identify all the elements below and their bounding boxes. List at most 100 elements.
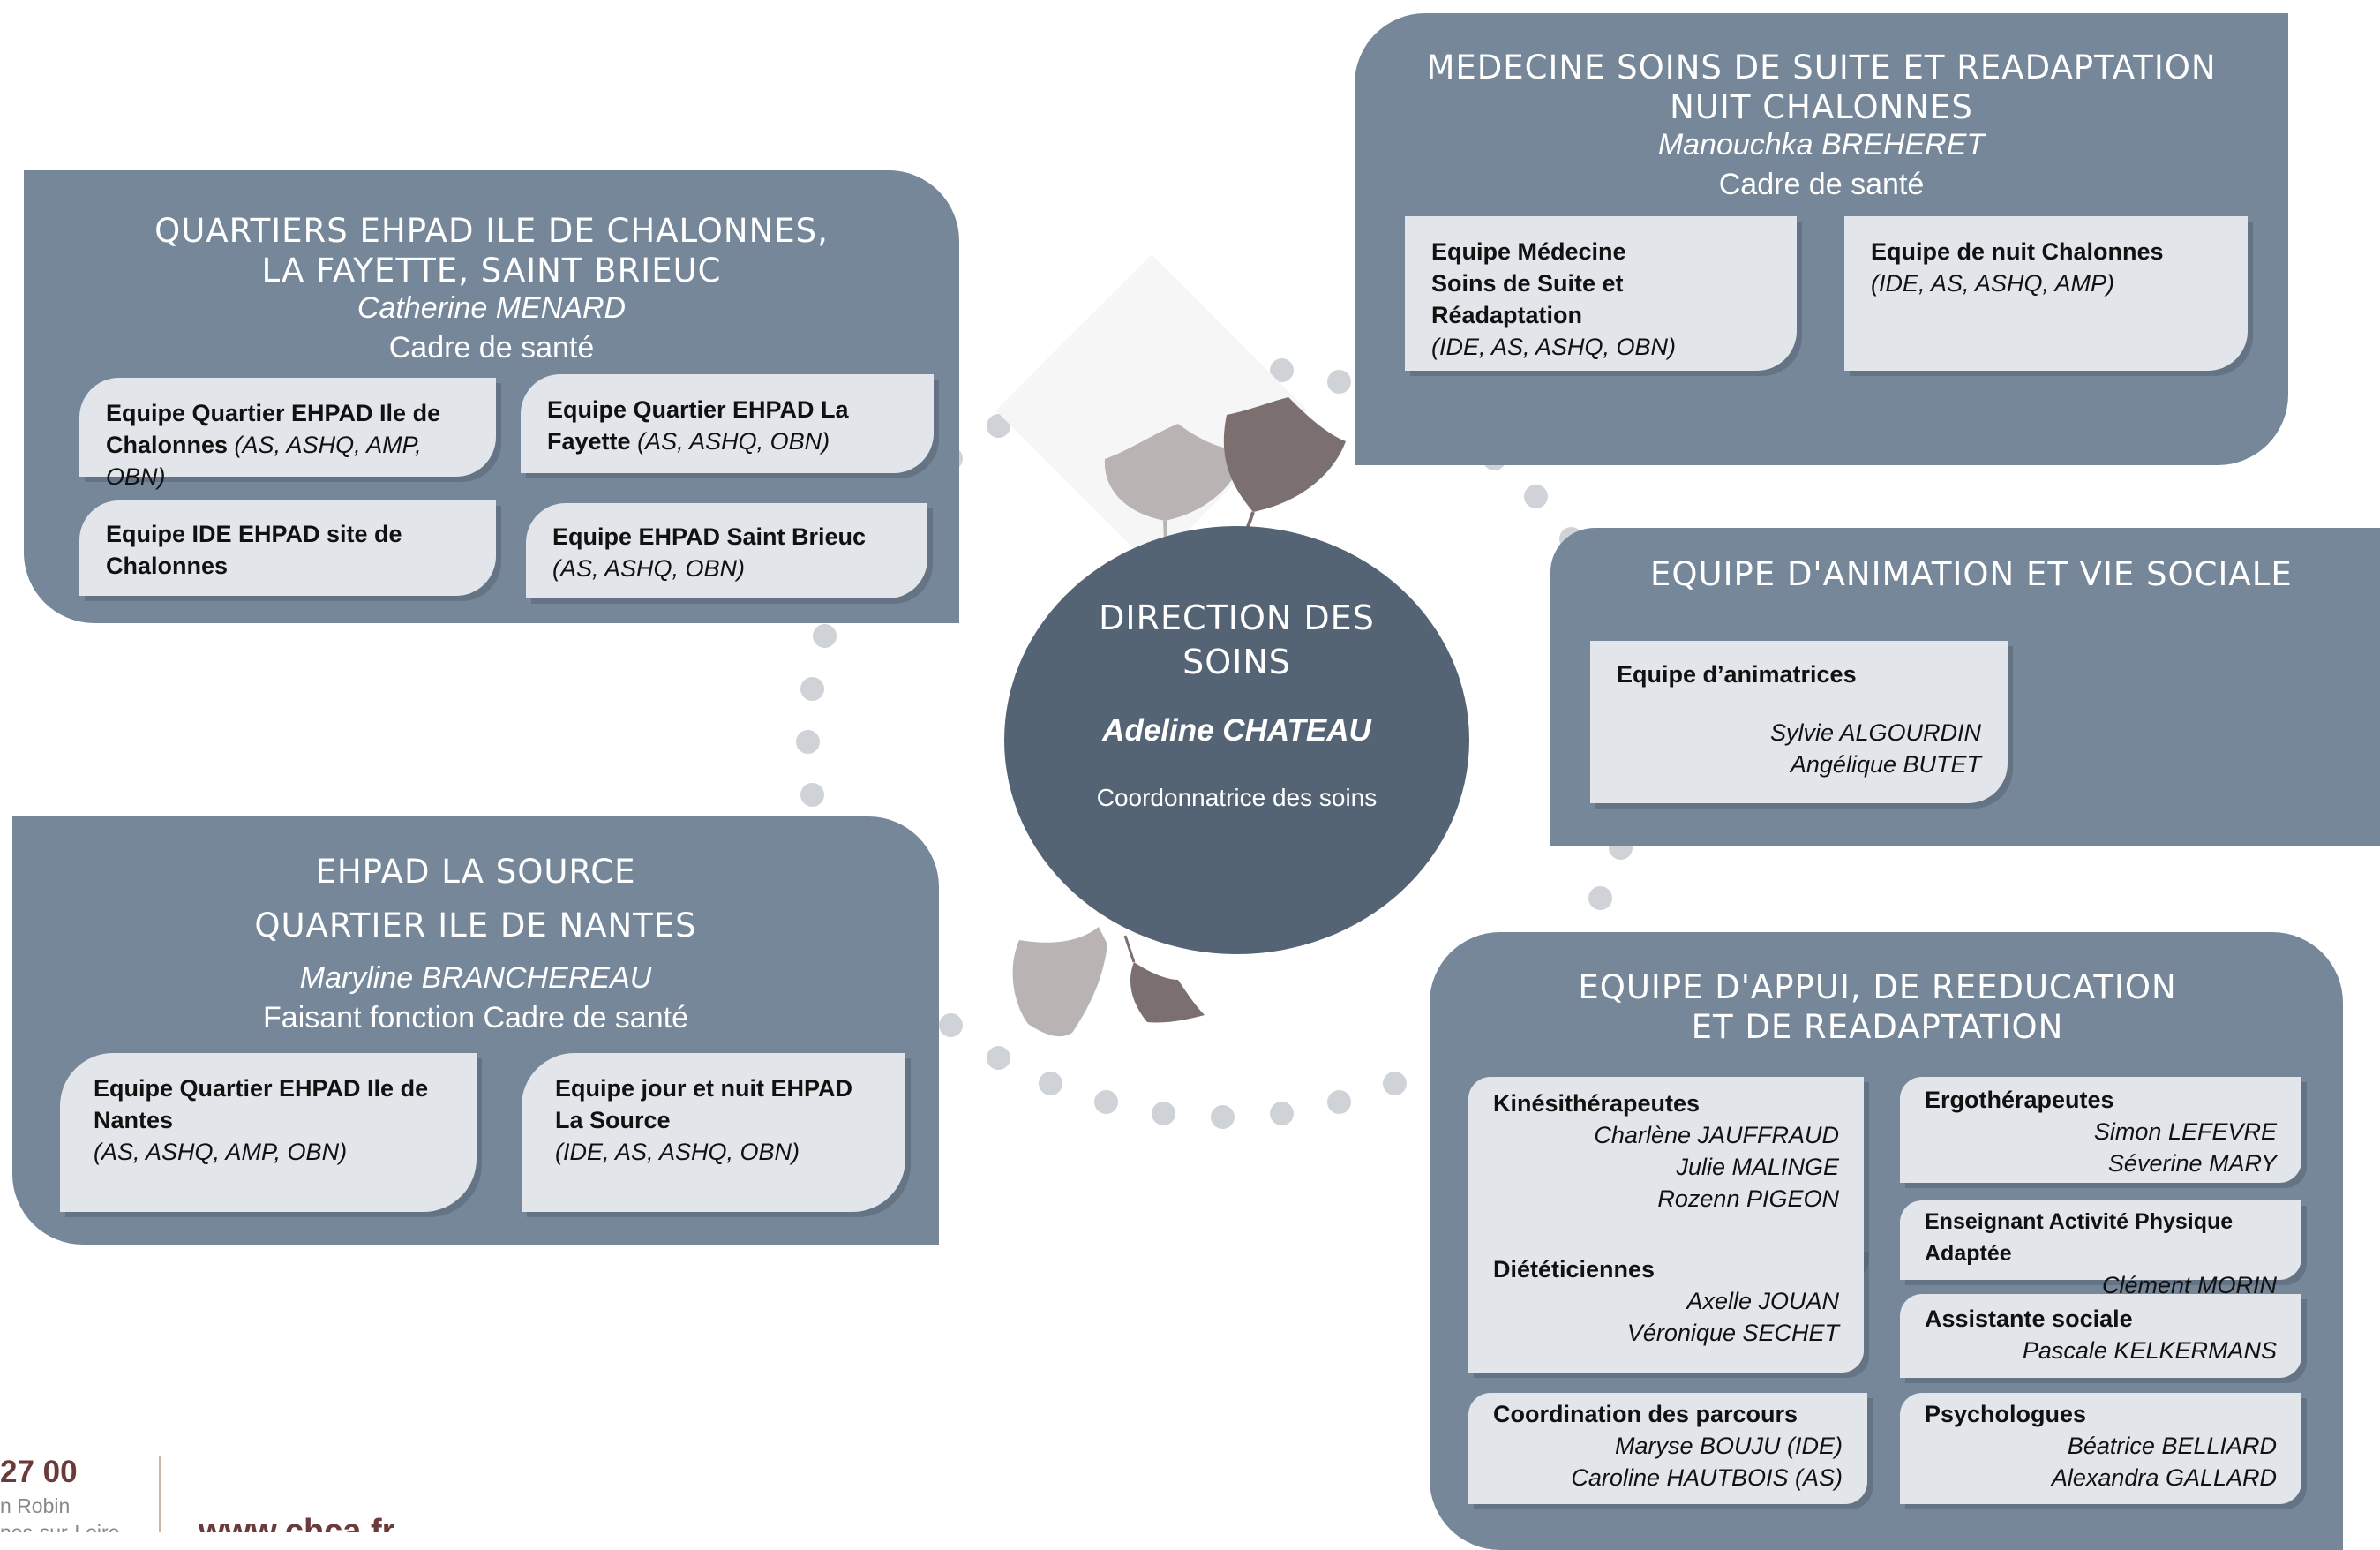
card-coordination-parcours: Coordination des parcours Maryse BOUJU (… xyxy=(1468,1393,1867,1504)
card-title: Equipe EHPAD Saint Brieuc xyxy=(552,523,867,550)
panel-title-line2: LA FAYETTE, SAINT BRIEUC xyxy=(261,252,722,290)
member-name: Béatrice BELLIARD xyxy=(2067,1433,2277,1459)
ring-dot xyxy=(1588,885,1612,910)
member-name: Charlène JAUFFRAUD xyxy=(1594,1122,1839,1148)
card-staff: (AS, ASHQ, AMP, OBN) xyxy=(106,432,422,490)
ring-dot xyxy=(1093,1089,1118,1114)
card-title: Equipe Quartier EHPAD Ile de xyxy=(106,400,441,426)
center-name: Adeline CHATEAU xyxy=(1102,713,1371,748)
card-title: La Source xyxy=(555,1107,671,1133)
panel-title-line2: ET DE READAPTATION xyxy=(1691,1008,2064,1046)
card-quartier-ile-de-nantes: Equipe Quartier EHPAD Ile de Nantes (AS,… xyxy=(60,1053,477,1212)
panel-manager-role: Cadre de santé xyxy=(388,331,595,365)
footer-address-line2: nes-sur-Loire xyxy=(0,1521,120,1532)
card-staff: (AS, ASHQ, AMP, OBN) xyxy=(94,1139,348,1165)
ring-dot xyxy=(1327,370,1352,395)
card-dieteticiennes: Diététiciennes Axelle JOUAN Véronique SE… xyxy=(1468,1246,1864,1373)
ring-dot xyxy=(1211,1105,1235,1129)
ginkgo-leaves-top-icon xyxy=(1104,397,1346,575)
card-staff: (IDE, AS, ASHQ, AMP) xyxy=(1871,270,2115,297)
member-name: Simon LEFEVRE xyxy=(2093,1118,2277,1145)
ginkgo-leaves-bottom-icon xyxy=(1012,927,1205,1037)
card-staff: (IDE, AS, ASHQ, OBN) xyxy=(1431,334,1677,360)
footer-divider xyxy=(159,1456,161,1532)
center-title-line1: DIRECTION DES xyxy=(1099,598,1375,637)
card-staff: (AS, ASHQ, OBN) xyxy=(637,428,830,455)
member-name: Sylvie ALGOURDIN xyxy=(1769,719,1981,746)
panel-ehpad-la-source: EHPAD LA SOURCE QUARTIER ILE DE NANTES M… xyxy=(12,816,939,1245)
ring-dot xyxy=(796,730,820,754)
ring-dot xyxy=(1038,1071,1062,1095)
card-title: Nantes xyxy=(94,1107,174,1133)
panel-title-line2: NUIT CHALONNES xyxy=(1670,88,1973,126)
ring-dot xyxy=(800,783,824,808)
card-title: Equipe Quartier EHPAD Ile de xyxy=(94,1075,429,1102)
card-quartier-la-fayette: Equipe Quartier EHPAD La Fayette (AS, AS… xyxy=(521,374,934,473)
center-title-line2: SOINS xyxy=(1182,643,1291,681)
panel-quartiers-ehpad: QUARTIERS EHPAD ILE DE CHALONNES, LA FAY… xyxy=(24,170,959,623)
card-title: Soins de Suite et Réadaptation xyxy=(1431,270,1624,328)
card-quartier-ile-de-chalonnes: Equipe Quartier EHPAD Ile de Chalonnes (… xyxy=(79,378,496,490)
ring-dot xyxy=(1383,1071,1408,1095)
panel-title-line1: EQUIPE D'APPUI, DE REEDUCATION xyxy=(1578,968,2177,1006)
footer-phone: 27 00 xyxy=(0,1455,78,1489)
panel-medecine-ssr: MEDECINE SOINS DE SUITE ET READAPTATION … xyxy=(1355,13,2288,465)
card-title: Assistante sociale xyxy=(1925,1305,2133,1332)
member-name: Véronique SECHET xyxy=(1626,1320,1839,1346)
member-name: Caroline HAUTBOIS (AS) xyxy=(1571,1464,1843,1491)
panel-animation-vie-sociale: EQUIPE D'ANIMATION ET VIE SOCIALE Equipe… xyxy=(1550,528,2380,846)
panel-manager-name: Catherine MENARD xyxy=(357,291,627,325)
card-title: Equipe Quartier EHPAD La xyxy=(547,396,849,423)
card-title: Kinésithérapeutes xyxy=(1493,1090,1701,1117)
center-role: Coordonnatrice des soins xyxy=(1096,784,1378,811)
panel-manager-name: Manouchka BREHERET xyxy=(1657,128,1986,162)
card-staff: (AS, ASHQ, OBN) xyxy=(552,555,746,582)
card-title: Chalonnes xyxy=(106,432,229,458)
panel-title-line1: QUARTIERS EHPAD ILE DE CHALONNES, xyxy=(154,212,829,250)
ring-dot xyxy=(800,676,824,701)
panel-manager-role: Cadre de santé xyxy=(1718,168,1925,201)
card-title: Equipe d’animatrices xyxy=(1617,661,1857,688)
card-jour-nuit-la-source: Equipe jour et nuit EHPAD La Source (IDE… xyxy=(522,1053,905,1212)
card-title: Ergothérapeutes xyxy=(1925,1087,2114,1113)
panel-manager-name: Maryline BRANCHEREAU xyxy=(299,961,652,995)
member-name: Pascale KELKERMANS xyxy=(2022,1337,2277,1364)
ring-dot xyxy=(986,1045,1010,1070)
card-activite-physique-adaptee: Enseignant Activité Physique Adaptée Clé… xyxy=(1900,1200,2301,1298)
panel-title-line1: EHPAD LA SOURCE xyxy=(315,853,636,891)
card-title: Chalonnes xyxy=(106,553,229,579)
member-name: Séverine MARY xyxy=(2107,1150,2277,1177)
card-title: Equipe jour et nuit EHPAD xyxy=(555,1075,852,1102)
panel-title-line2: QUARTIER ILE DE NANTES xyxy=(254,907,697,944)
member-name: Alexandra GALLARD xyxy=(2051,1464,2277,1491)
card-title: Equipe de nuit Chalonnes xyxy=(1871,238,2164,265)
ring-dot xyxy=(1152,1101,1176,1125)
card-assistante-sociale: Assistante sociale Pascale KELKERMANS xyxy=(1900,1294,2301,1378)
card-equipe-animatrices: Equipe d’animatrices Sylvie ALGOURDIN An… xyxy=(1590,641,2008,803)
card-title: Equipe Médecine xyxy=(1431,238,1626,265)
footer-website-link[interactable]: www.chca.fr xyxy=(199,1513,395,1532)
card-kinesitherapeutes: Kinésithérapeutes Charlène JAUFFRAUD Jul… xyxy=(1468,1077,1864,1275)
card-title: Coordination des parcours xyxy=(1493,1401,1798,1427)
ring-dot xyxy=(813,624,837,649)
panel-title-line1: MEDECINE SOINS DE SUITE ET READAPTATION xyxy=(1426,49,2217,87)
card-title: Enseignant Activité Physique Adaptée xyxy=(1925,1209,2234,1266)
member-name: Rozenn PIGEON xyxy=(1657,1185,1839,1212)
card-staff: (IDE, AS, ASHQ, OBN) xyxy=(555,1139,800,1165)
member-name: Maryse BOUJU (IDE) xyxy=(1614,1433,1843,1459)
member-name: Angélique BUTET xyxy=(1790,751,1981,778)
direction-des-soins-circle: DIRECTION DES SOINS Adeline CHATEAU Coor… xyxy=(1004,526,1469,954)
panel-title: EQUIPE D'ANIMATION ET VIE SOCIALE xyxy=(1650,555,2293,593)
card-title: Fayette xyxy=(547,428,631,455)
card-title: Equipe IDE EHPAD site de xyxy=(106,521,402,547)
card-ide-ehpad-chalonnes: Equipe IDE EHPAD site de Chalonnes xyxy=(79,500,496,596)
ring-dot xyxy=(939,1013,964,1038)
panel-manager-role: Faisant fonction Cadre de santé xyxy=(263,1001,688,1035)
footer-address-line1: n Robin xyxy=(0,1494,71,1517)
member-name: Axelle JOUAN xyxy=(1686,1288,1839,1314)
card-equipe-medecine: Equipe Médecine Soins de Suite et Réadap… xyxy=(1405,216,1797,371)
card-ergotherapeutes: Ergothérapeutes Simon LEFEVRE Séverine M… xyxy=(1900,1077,2301,1183)
ring-dot xyxy=(1269,1101,1294,1125)
panel-equipe-appui-reeducation: EQUIPE D'APPUI, DE REEDUCATION ET DE REA… xyxy=(1430,932,2343,1550)
card-title: Diététiciennes xyxy=(1493,1256,1655,1283)
